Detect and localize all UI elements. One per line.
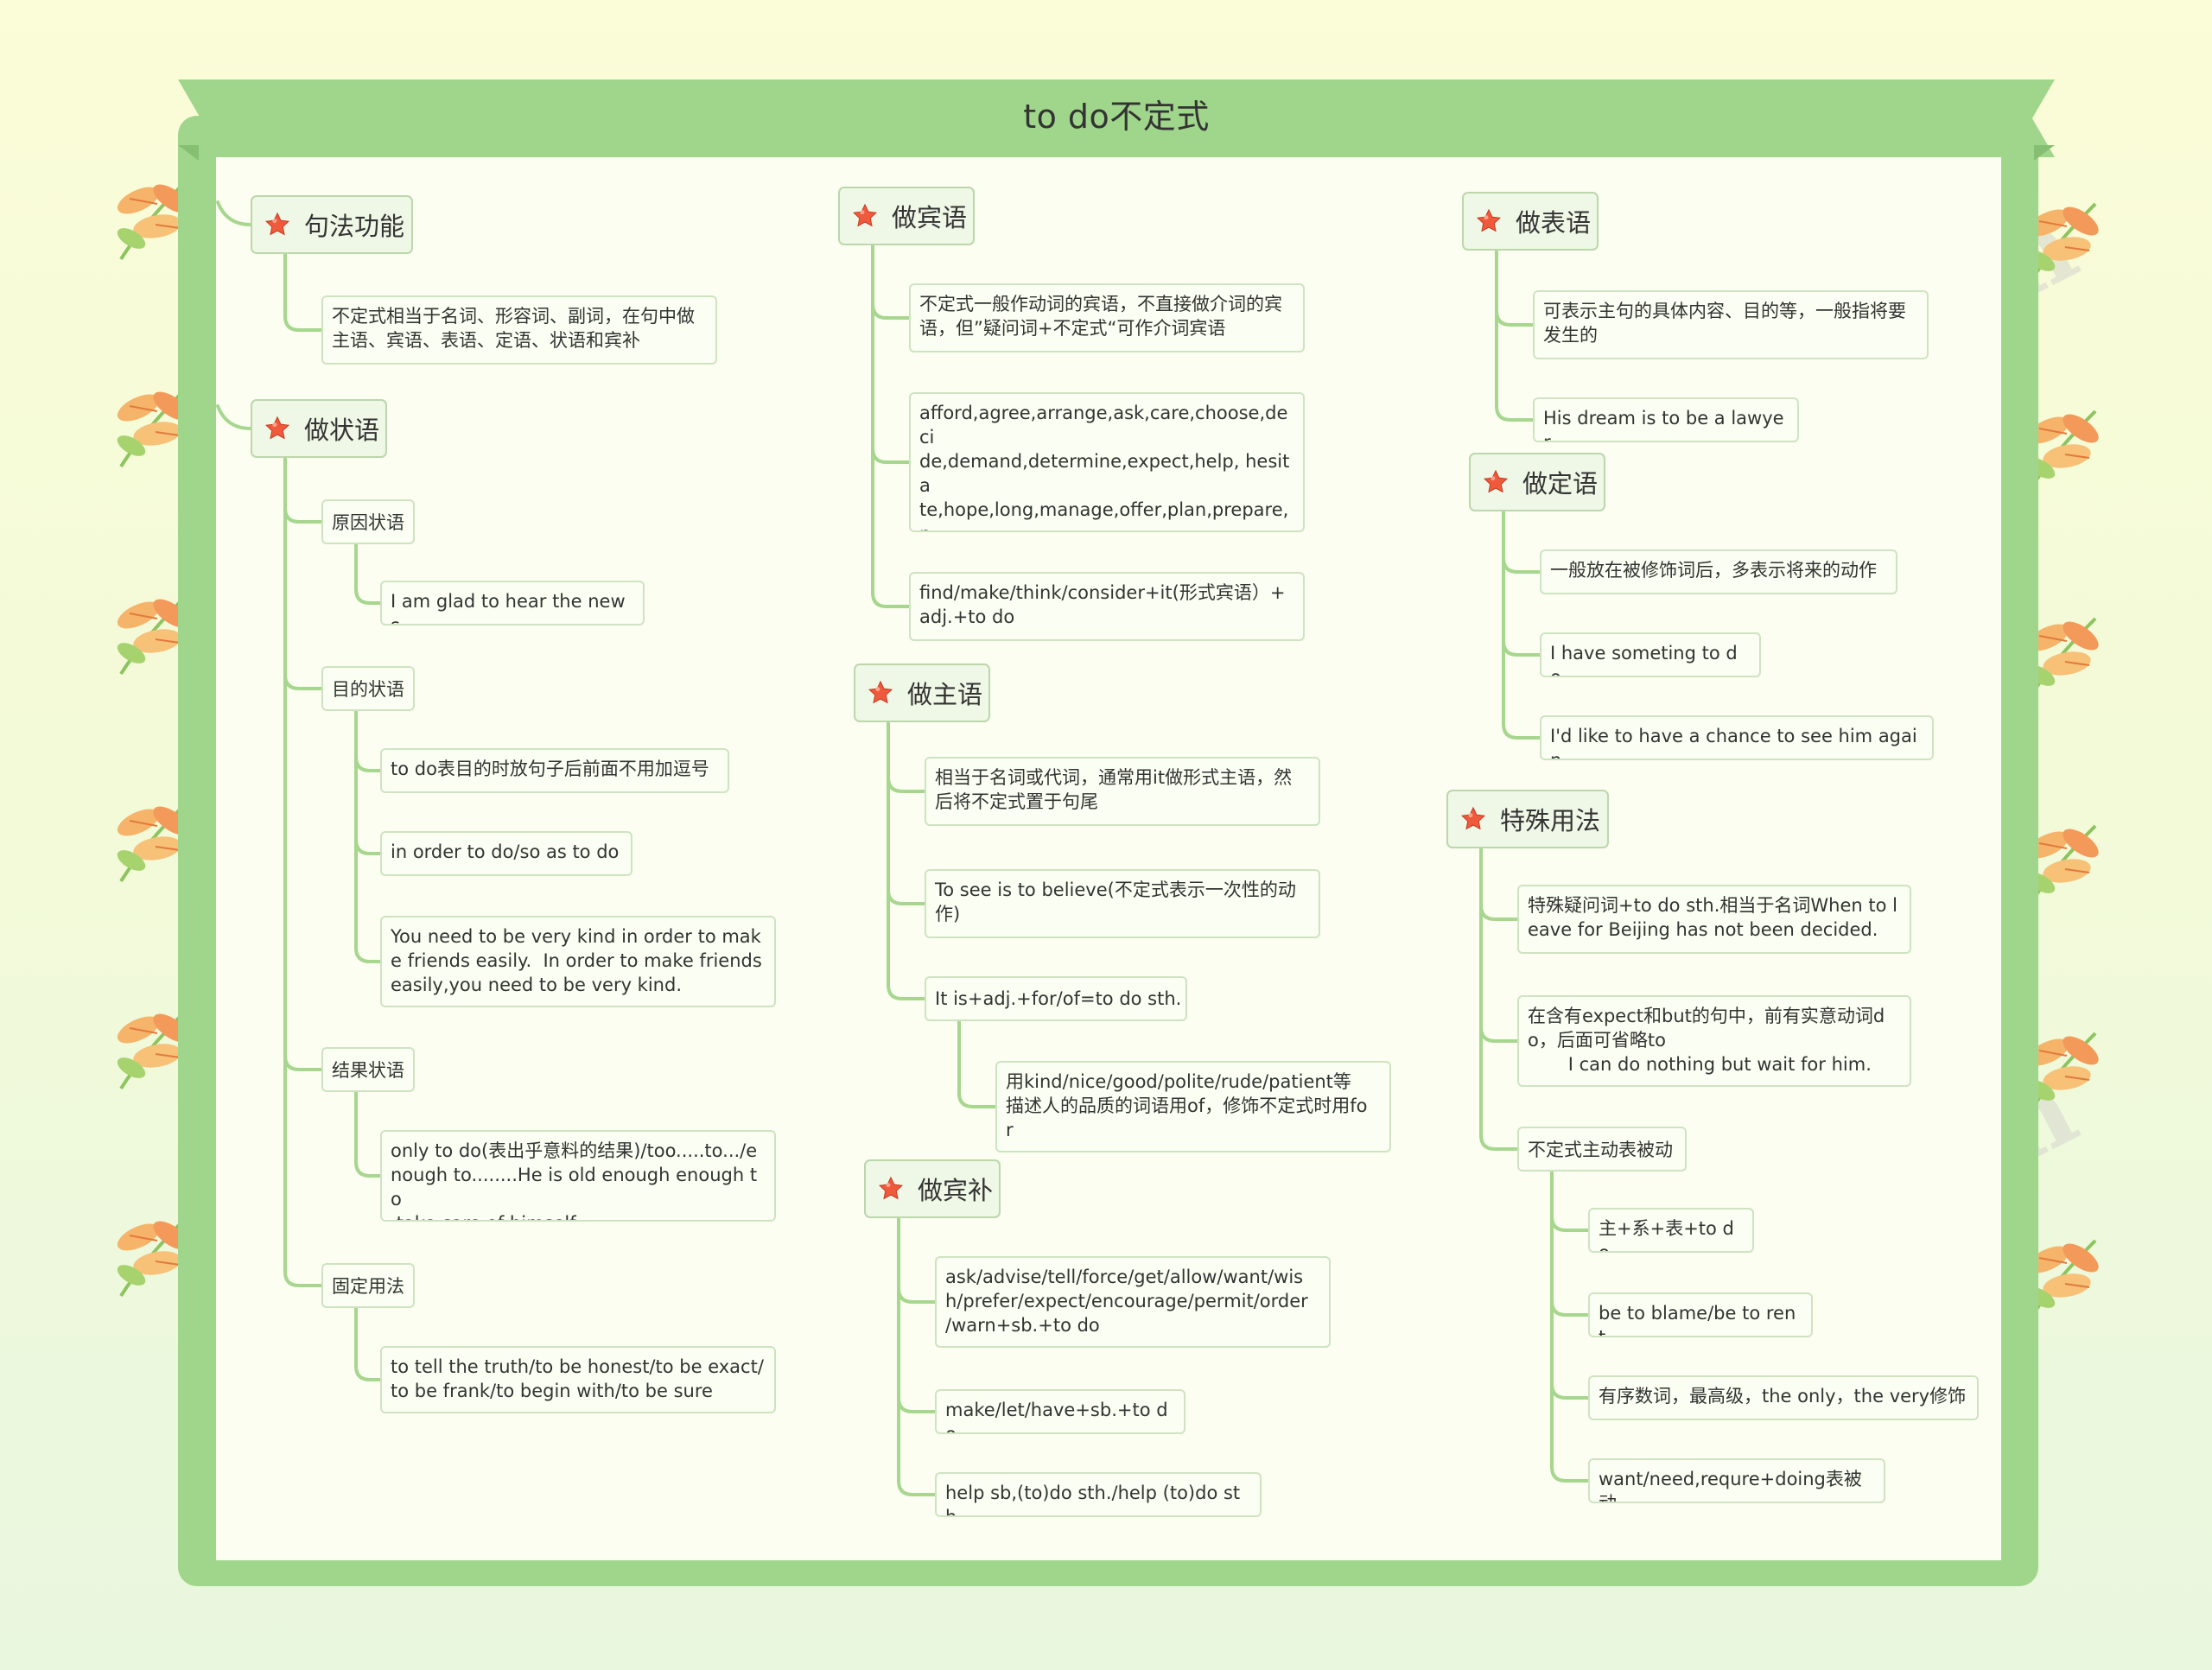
star-icon <box>1460 806 1486 832</box>
leaf-node[interactable]: to do表目的时放句子后前面不用加逗号 <box>380 748 729 793</box>
child-connector <box>1481 848 1517 1149</box>
leaf-node[interactable]: 可表示主句的具体内容、目的等，一般指将要 发生的 <box>1533 290 1929 359</box>
child-connector <box>1503 511 1540 655</box>
topic-label: 做宾补 <box>918 1171 993 1207</box>
child-connector <box>1481 848 1517 1041</box>
leaf-node[interactable]: make/let/have+sb.+to do <box>935 1389 1185 1434</box>
grandchild-connector <box>356 544 380 603</box>
star-icon <box>878 1176 904 1202</box>
leaf-node[interactable]: I'd like to have a chance to see him aga… <box>1540 715 1934 760</box>
star-icon <box>1483 469 1509 495</box>
grandchild-connector <box>356 1308 380 1380</box>
subtopic[interactable]: 固定用法 <box>321 1263 415 1308</box>
child-connector <box>888 722 925 791</box>
grandchild-connector <box>356 711 380 854</box>
leaf-node[interactable]: To see is to believe(不定式表示一次性的动 作) <box>925 869 1320 938</box>
child-connector <box>1503 511 1540 572</box>
leaf-node[interactable]: 有序数词，最高级，the only，the very修饰 <box>1588 1375 1979 1420</box>
child-connector <box>873 245 909 318</box>
grandchild-connector <box>1552 1172 1588 1315</box>
star-icon <box>868 680 893 706</box>
topic-label: 特殊用法 <box>1500 801 1600 837</box>
branch-connector <box>218 202 251 225</box>
grandchild-connector <box>356 711 380 771</box>
grandchild-connector <box>356 1092 380 1176</box>
child-connector <box>873 245 909 462</box>
star-icon <box>1476 208 1502 234</box>
topic-b2[interactable]: 做状语 <box>251 399 387 458</box>
child-connector <box>888 722 925 904</box>
topic-b7[interactable]: 做定语 <box>1469 453 1605 511</box>
child-connector <box>285 254 321 330</box>
leaf-node[interactable]: 在含有expect和but的句中，前有实意动词d o，后面可省略to I can… <box>1517 995 1911 1087</box>
leaf-node[interactable]: 用kind/nice/good/polite/rude/patient等 描述人… <box>995 1061 1391 1152</box>
topic-label: 做主语 <box>907 675 982 711</box>
topic-b4[interactable]: 做主语 <box>854 664 990 722</box>
leaf-node[interactable]: only to do(表出乎意料的结果)/too.....to.../e nou… <box>380 1130 776 1222</box>
leaf-node[interactable]: 特殊疑问词+to do sth.相当于名词When to l eave for … <box>1517 885 1911 954</box>
grandchild-connector <box>1552 1172 1588 1230</box>
child-connector <box>1497 251 1533 420</box>
star-icon <box>852 203 878 229</box>
subtopic[interactable]: 目的状语 <box>321 666 415 711</box>
branch-connector <box>218 406 251 429</box>
leaf-node[interactable]: 主+系+表+to do <box>1588 1208 1754 1253</box>
topic-label: 做定语 <box>1522 464 1598 500</box>
grandchild-connector <box>356 711 380 962</box>
topic-label: 做宾语 <box>892 198 967 234</box>
leaf-node[interactable]: afford,agree,arrange,ask,care,choose,dec… <box>909 392 1305 532</box>
child-connector <box>1497 251 1533 325</box>
topic-b8[interactable]: 特殊用法 <box>1446 790 1609 848</box>
grandchild-connector <box>1552 1172 1588 1398</box>
leaf-node[interactable]: 不定式相当于名词、形容词、副词，在句中做 主语、宾语、表语、定语、状语和宾补 <box>321 295 717 365</box>
leaf-node[interactable]: 不定式一般作动词的宾语，不直接做介词的宾 语，但”疑问词+不定式“可作介词宾语 <box>909 283 1305 352</box>
leaf-node[interactable]: in order to do/so as to do <box>380 831 632 876</box>
child-connector <box>1481 848 1517 919</box>
child-connector <box>899 1218 935 1302</box>
leaf-node[interactable]: 相当于名词或代词，通常用it做形式主语，然 后将不定式置于句尾 <box>925 757 1320 826</box>
child-connector <box>888 722 925 999</box>
child-connector <box>285 458 321 1286</box>
leaf-node[interactable]: I am glad to hear the news. <box>380 581 645 625</box>
topic-b6[interactable]: 做表语 <box>1462 192 1599 251</box>
child-connector <box>285 458 321 689</box>
leaf-node[interactable]: ask/advise/tell/force/get/allow/want/wis… <box>935 1256 1331 1348</box>
leaf-node[interactable]: help sb,(to)do sth./help (to)do sth. <box>935 1472 1262 1517</box>
leaf-node[interactable]: I have someting to do. <box>1540 632 1761 677</box>
leaf-node[interactable]: want/need,requre+doing表被动 <box>1588 1458 1885 1503</box>
topic-b1[interactable]: 句法功能 <box>251 195 413 254</box>
grandchild-connector <box>959 1021 995 1107</box>
child-connector <box>285 458 321 522</box>
subtopic[interactable]: 不定式主动表被动 <box>1517 1127 1687 1172</box>
grandchild-connector <box>1552 1172 1588 1481</box>
child-connector <box>1503 511 1540 738</box>
child-connector <box>899 1218 935 1495</box>
topic-label: 做状语 <box>304 410 379 447</box>
leaf-node[interactable]: find/make/think/consider+it(形式宾语）+ adj.+… <box>909 572 1305 641</box>
topic-b3[interactable]: 做宾语 <box>838 187 975 245</box>
topic-label: 做表语 <box>1516 203 1591 239</box>
topic-label: 句法功能 <box>304 206 404 243</box>
subtopic[interactable]: 结果状语 <box>321 1047 415 1092</box>
leaf-node[interactable]: 一般放在被修饰词后，多表示将来的动作 <box>1540 549 1897 594</box>
star-icon <box>264 416 290 441</box>
child-connector <box>899 1218 935 1412</box>
star-icon <box>264 212 290 238</box>
child-connector <box>285 458 321 1070</box>
leaf-node[interactable]: His dream is to be a lawyer. <box>1533 397 1799 442</box>
topic-b5[interactable]: 做宾补 <box>864 1159 1001 1218</box>
child-connector <box>873 245 909 606</box>
leaf-node[interactable]: to tell the truth/to be honest/to be exa… <box>380 1346 776 1413</box>
subtopic[interactable]: It is+adj.+for/of=to do sth. <box>925 976 1187 1021</box>
leaf-node[interactable]: You need to be very kind in order to mak… <box>380 916 776 1007</box>
subtopic[interactable]: 原因状语 <box>321 499 415 544</box>
leaf-node[interactable]: be to blame/be to rent <box>1588 1292 1813 1337</box>
